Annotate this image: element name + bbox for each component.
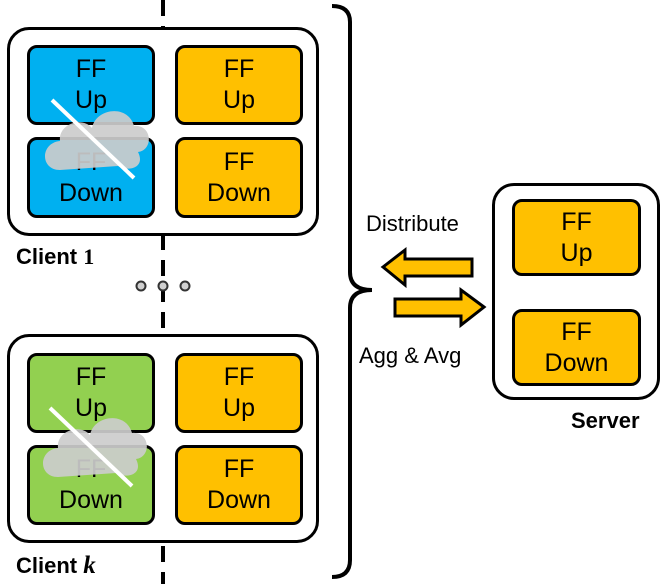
server-label: Server [571, 408, 640, 433]
distribute-label: Distribute [366, 211, 459, 236]
client-k-label: Client k [16, 552, 96, 579]
aggregate-label: Agg & Avg [359, 343, 462, 368]
client-1-label: Client 1 [16, 244, 95, 269]
